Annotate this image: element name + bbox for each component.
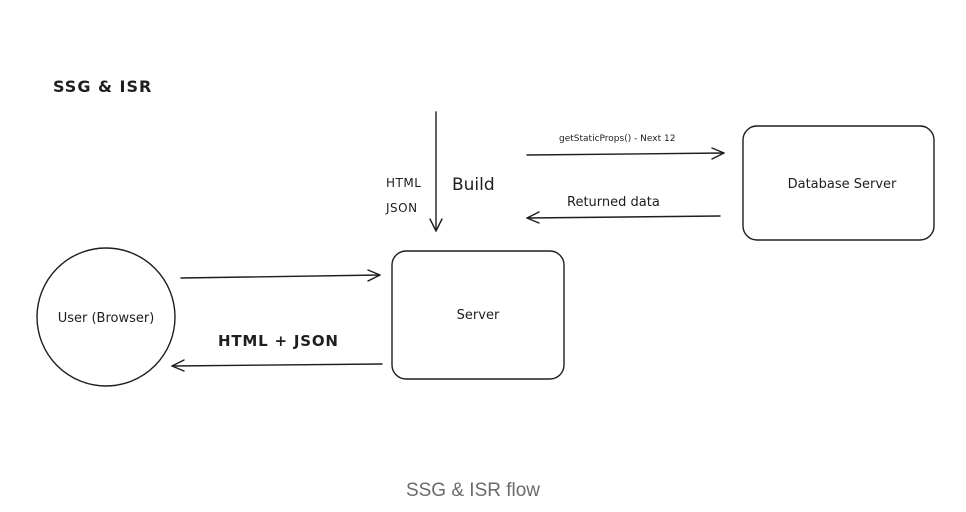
returned-data-arrow-line: [526, 215, 721, 219]
build-json-label: JSON: [385, 201, 418, 215]
build-label: Build: [452, 175, 495, 195]
get-static-props-label: getStaticProps() - Next 12: [559, 134, 675, 144]
html-json-label: HTML + JSON: [218, 332, 339, 350]
build-html-label: HTML: [386, 176, 421, 190]
get-static-props-arrow-head: [711, 147, 725, 160]
response-arrow: [171, 359, 383, 372]
server-box: [391, 250, 565, 380]
figure-caption: SSG & ISR flow: [405, 480, 541, 501]
get-static-props-arrow: [526, 147, 725, 160]
response-arrow-line: [171, 363, 383, 367]
user-browser-node: User (Browser): [36, 247, 176, 387]
diagram-heading: SSG & ISR: [53, 77, 152, 96]
database-server-node: Database Server: [742, 125, 935, 241]
get-static-props-arrow-line: [526, 152, 725, 156]
user-browser-circle: [36, 247, 176, 387]
request-arrow: [180, 269, 381, 282]
user-browser-label: User (Browser): [58, 311, 155, 326]
returned-data-arrow-head: [526, 211, 540, 224]
database-server-label: Database Server: [788, 177, 897, 192]
request-arrow-head: [367, 269, 381, 282]
response-arrow-head: [171, 359, 185, 372]
server-node: Server: [391, 250, 565, 380]
returned-data-arrow: [526, 211, 721, 224]
build-arrow: [429, 111, 443, 232]
server-label: Server: [457, 308, 500, 323]
request-arrow-line: [180, 274, 381, 279]
returned-data-label: Returned data: [567, 195, 660, 210]
database-server-box: [742, 125, 935, 241]
build-arrow-head: [429, 218, 443, 232]
